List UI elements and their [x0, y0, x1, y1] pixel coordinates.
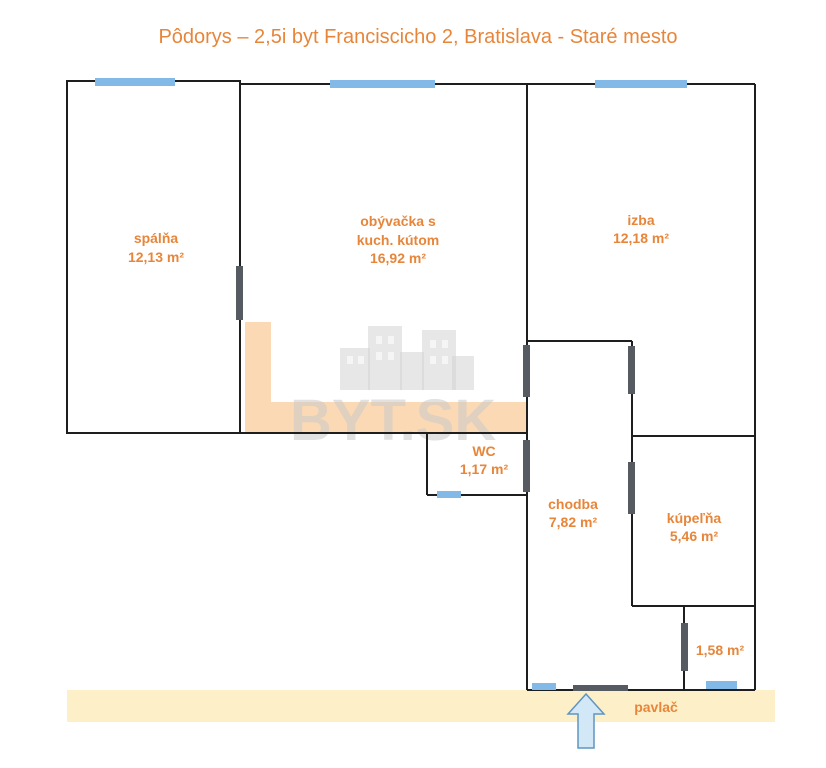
bathroom-area: 5,46 m² [670, 528, 719, 544]
wc-area: 1,17 m² [460, 461, 509, 477]
door-izba [628, 346, 635, 394]
bathroom-label: kúpeľňa [667, 510, 722, 526]
corridor-strip [67, 690, 775, 722]
plan-title: Pôdorys – 2,5i byt Franciscicho 2, Brati… [158, 26, 678, 48]
window-storage [706, 681, 737, 689]
window-living [330, 80, 435, 88]
corridor-label: pavlač [634, 699, 678, 715]
door-storage [681, 623, 688, 671]
window-bedroom [95, 78, 175, 86]
window-wc [437, 491, 461, 498]
hallway-area: 7,82 m² [549, 514, 598, 530]
door-living [523, 345, 530, 397]
bedroom-label: spálňa [134, 230, 179, 246]
izba-area: 12,18 m² [613, 230, 669, 246]
window-izba [595, 80, 687, 88]
storage-area: 1,58 m² [696, 642, 745, 658]
living-label-line2: kuch. kútom [357, 232, 439, 248]
kitchen-counter-horizontal [245, 402, 527, 432]
living-area: 16,92 m² [370, 250, 426, 266]
hallway-label: chodba [548, 496, 598, 512]
door-entrance [573, 685, 628, 691]
watermark-logo: BYT.SK [290, 326, 496, 453]
watermark-text: BYT.SK [290, 388, 496, 453]
door-bedroom [236, 266, 243, 320]
bedroom-area: 12,13 m² [128, 249, 184, 265]
izba-label: izba [627, 212, 654, 228]
wc-label: WC [472, 443, 495, 459]
window-hallway [532, 683, 556, 690]
door-wc [523, 440, 530, 492]
living-label-line1: obývačka s [360, 213, 436, 229]
entrance-arrow-icon [566, 692, 606, 749]
door-bathroom [628, 462, 635, 514]
